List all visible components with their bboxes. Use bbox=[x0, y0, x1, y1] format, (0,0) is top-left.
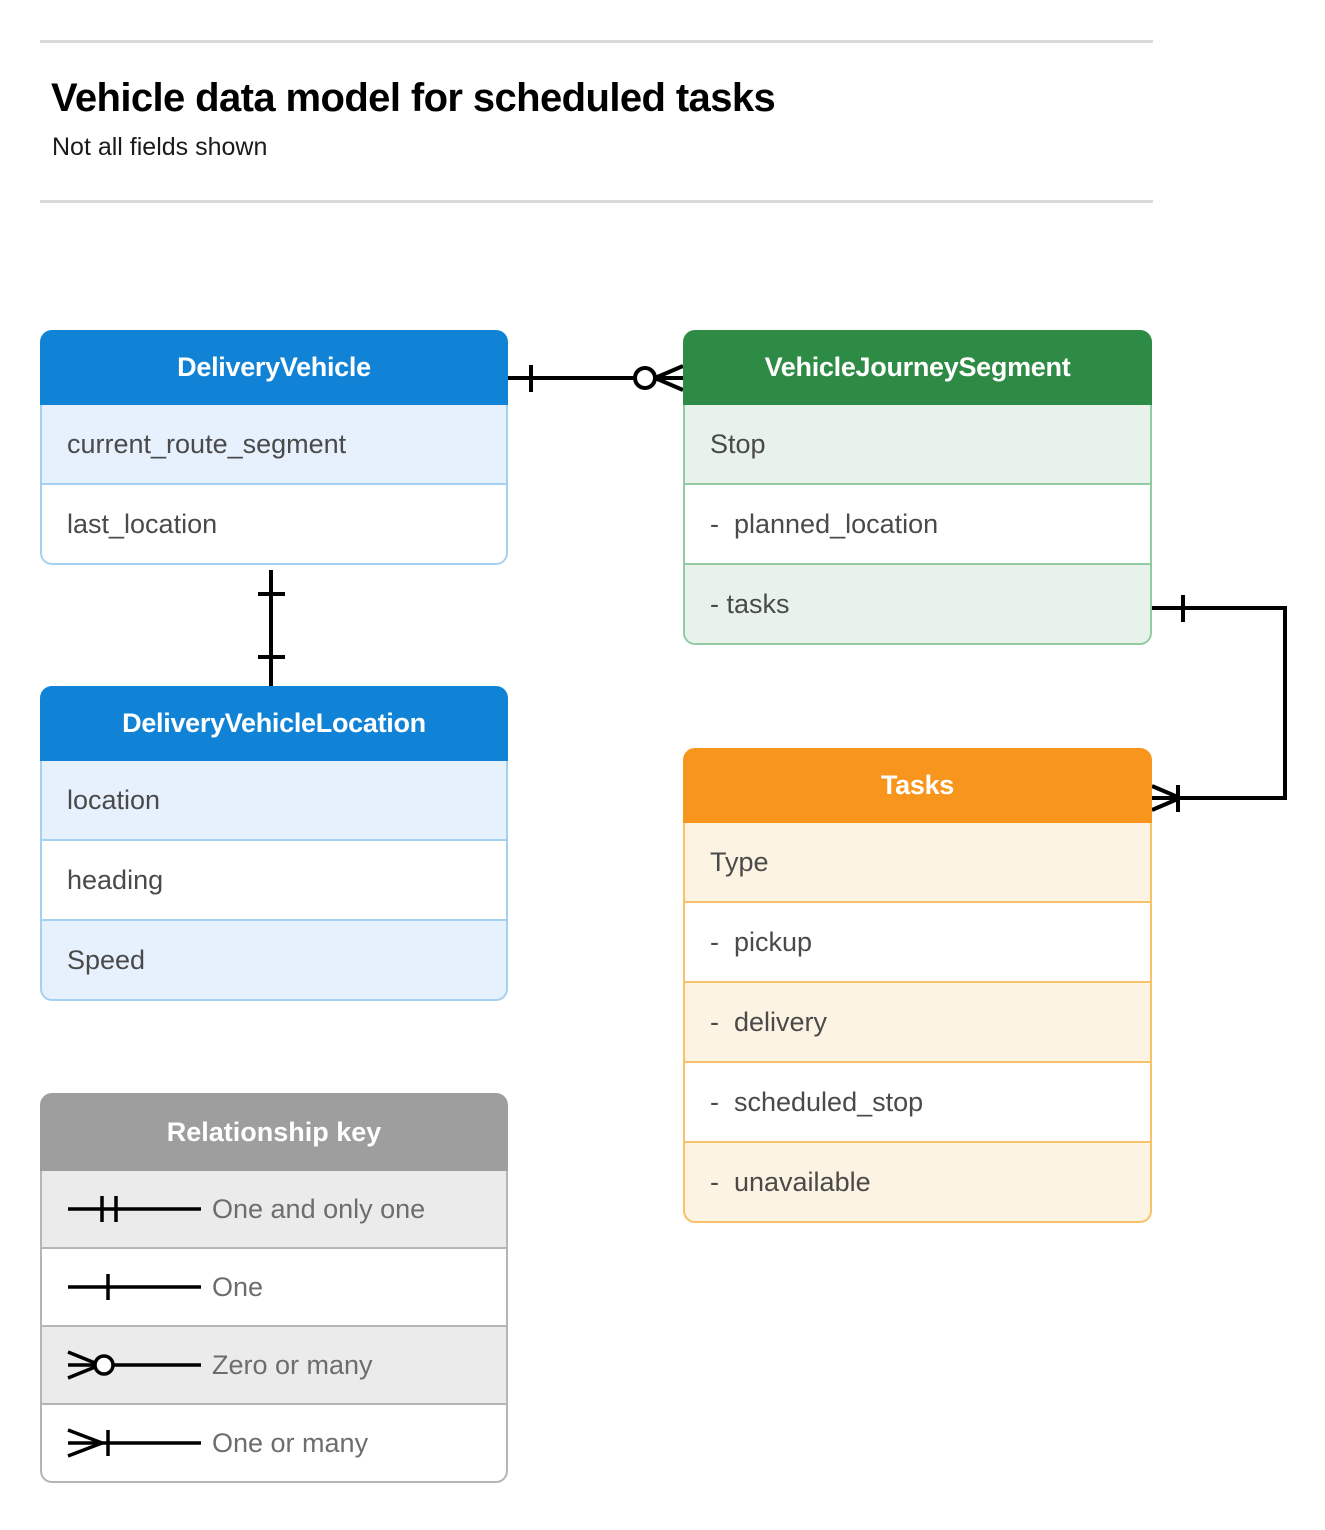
connector-segment-to-tasks bbox=[1151, 595, 1287, 812]
entity-delivery-vehicle-title: DeliveryVehicle bbox=[40, 330, 508, 405]
entity-tasks-field-4: - unavailable bbox=[683, 1143, 1152, 1223]
entity-vehicle-journey-segment-field-2: - tasks bbox=[683, 565, 1152, 645]
entity-vehicle-journey-segment[interactable]: VehicleJourneySegment Stop - planned_loc… bbox=[683, 330, 1152, 645]
entity-delivery-vehicle-field-0: current_route_segment bbox=[40, 405, 508, 485]
entity-delivery-vehicle-location-field-1: heading bbox=[40, 841, 508, 921]
legend-label-one-or-many: One or many bbox=[212, 1427, 369, 1458]
connector-vehicle-to-segment bbox=[508, 364, 684, 392]
header-divider-bottom bbox=[40, 200, 1153, 203]
relationship-key-legend: Relationship key One and only one One bbox=[40, 1093, 508, 1483]
entity-tasks-field-1: - pickup bbox=[683, 903, 1152, 983]
entity-delivery-vehicle-location-field-0: location bbox=[40, 761, 508, 841]
one-or-many-icon bbox=[42, 1423, 212, 1463]
page-title: Vehicle data model for scheduled tasks bbox=[51, 76, 776, 120]
entity-tasks-field-3: - scheduled_stop bbox=[683, 1063, 1152, 1143]
legend-label-one-and-only-one: One and only one bbox=[212, 1193, 426, 1224]
legend-row-one: One bbox=[40, 1249, 508, 1327]
legend-label-one: One bbox=[212, 1271, 264, 1302]
one-icon bbox=[42, 1267, 212, 1307]
one-and-only-one-icon bbox=[42, 1189, 212, 1229]
legend-label-zero-or-many: Zero or many bbox=[212, 1349, 373, 1380]
entity-delivery-vehicle-location-field-2: Speed bbox=[40, 921, 508, 1001]
entity-vehicle-journey-segment-field-1: - planned_location bbox=[683, 485, 1152, 565]
zero-or-many-icon bbox=[42, 1345, 212, 1385]
entity-delivery-vehicle-field-1: last_location bbox=[40, 485, 508, 565]
legend-row-one-or-many: One or many bbox=[40, 1405, 508, 1483]
header-divider-top bbox=[40, 40, 1153, 43]
entity-delivery-vehicle-location[interactable]: DeliveryVehicleLocation location heading… bbox=[40, 686, 508, 1001]
relationship-key-title: Relationship key bbox=[40, 1093, 508, 1171]
entity-tasks[interactable]: Tasks Type - pickup - delivery - schedul… bbox=[683, 748, 1152, 1223]
entity-tasks-field-0: Type bbox=[683, 823, 1152, 903]
legend-row-one-and-only-one: One and only one bbox=[40, 1171, 508, 1249]
entity-vehicle-journey-segment-title: VehicleJourneySegment bbox=[683, 330, 1152, 405]
entity-vehicle-journey-segment-field-0: Stop bbox=[683, 405, 1152, 485]
page-subtitle: Not all fields shown bbox=[52, 133, 268, 161]
legend-row-zero-or-many: Zero or many bbox=[40, 1327, 508, 1405]
entity-tasks-field-2: - delivery bbox=[683, 983, 1152, 1063]
entity-tasks-title: Tasks bbox=[683, 748, 1152, 823]
entity-delivery-vehicle[interactable]: DeliveryVehicle current_route_segment la… bbox=[40, 330, 508, 565]
entity-delivery-vehicle-location-title: DeliveryVehicleLocation bbox=[40, 686, 508, 761]
connector-vehicle-to-location bbox=[258, 570, 285, 686]
